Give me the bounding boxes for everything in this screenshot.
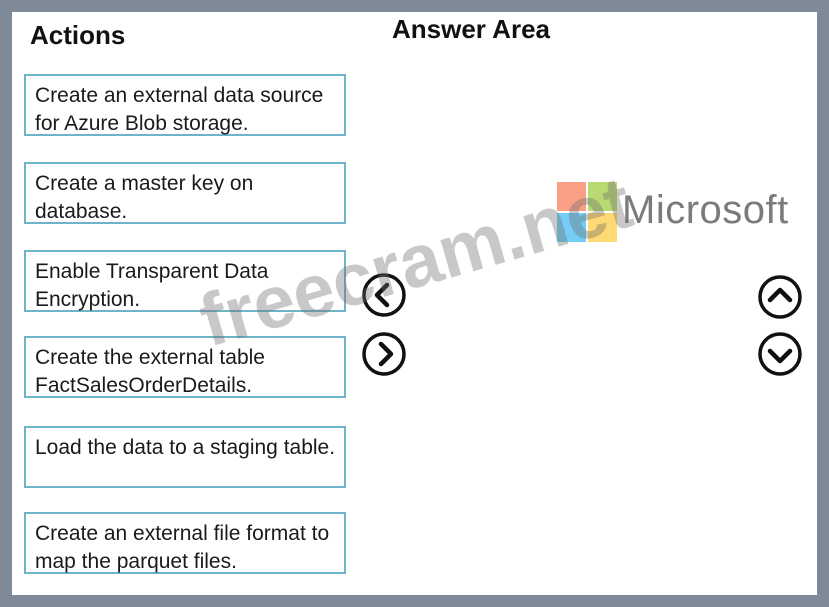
- action-label: Create an external file format to map th…: [35, 522, 330, 573]
- action-label: Enable Transparent Data Encryption.: [35, 260, 269, 311]
- action-label: Create an external data source for Azure…: [35, 84, 324, 135]
- answer-area-heading: Answer Area: [392, 14, 550, 44]
- action-label: Create the external table FactSalesOrder…: [35, 346, 265, 397]
- move-up-button[interactable]: [758, 275, 802, 319]
- action-item[interactable]: Create an external data source for Azure…: [24, 74, 346, 136]
- action-item[interactable]: Create the external table FactSalesOrder…: [24, 336, 346, 398]
- action-item[interactable]: Load the data to a staging table.: [24, 426, 346, 488]
- drag-drop-panel: Actions Answer Area Create an external d…: [12, 12, 817, 595]
- move-right-button[interactable]: [362, 332, 406, 376]
- arrow-down-circle-icon: [758, 332, 802, 376]
- actions-heading: Actions: [30, 20, 126, 50]
- move-down-button[interactable]: [758, 332, 802, 376]
- arrow-left-circle-icon: [362, 273, 406, 317]
- action-item[interactable]: Enable Transparent Data Encryption.: [24, 250, 346, 312]
- microsoft-logo-text: Microsoft: [622, 188, 789, 232]
- move-left-button[interactable]: [362, 273, 406, 317]
- action-item[interactable]: Create a master key on database.: [24, 162, 346, 224]
- arrow-right-circle-icon: [362, 332, 406, 376]
- arrow-up-circle-icon: [758, 275, 802, 319]
- action-item[interactable]: Create an external file format to map th…: [24, 512, 346, 574]
- action-label: Load the data to a staging table.: [35, 436, 336, 459]
- action-label: Create a master key on database.: [35, 172, 254, 223]
